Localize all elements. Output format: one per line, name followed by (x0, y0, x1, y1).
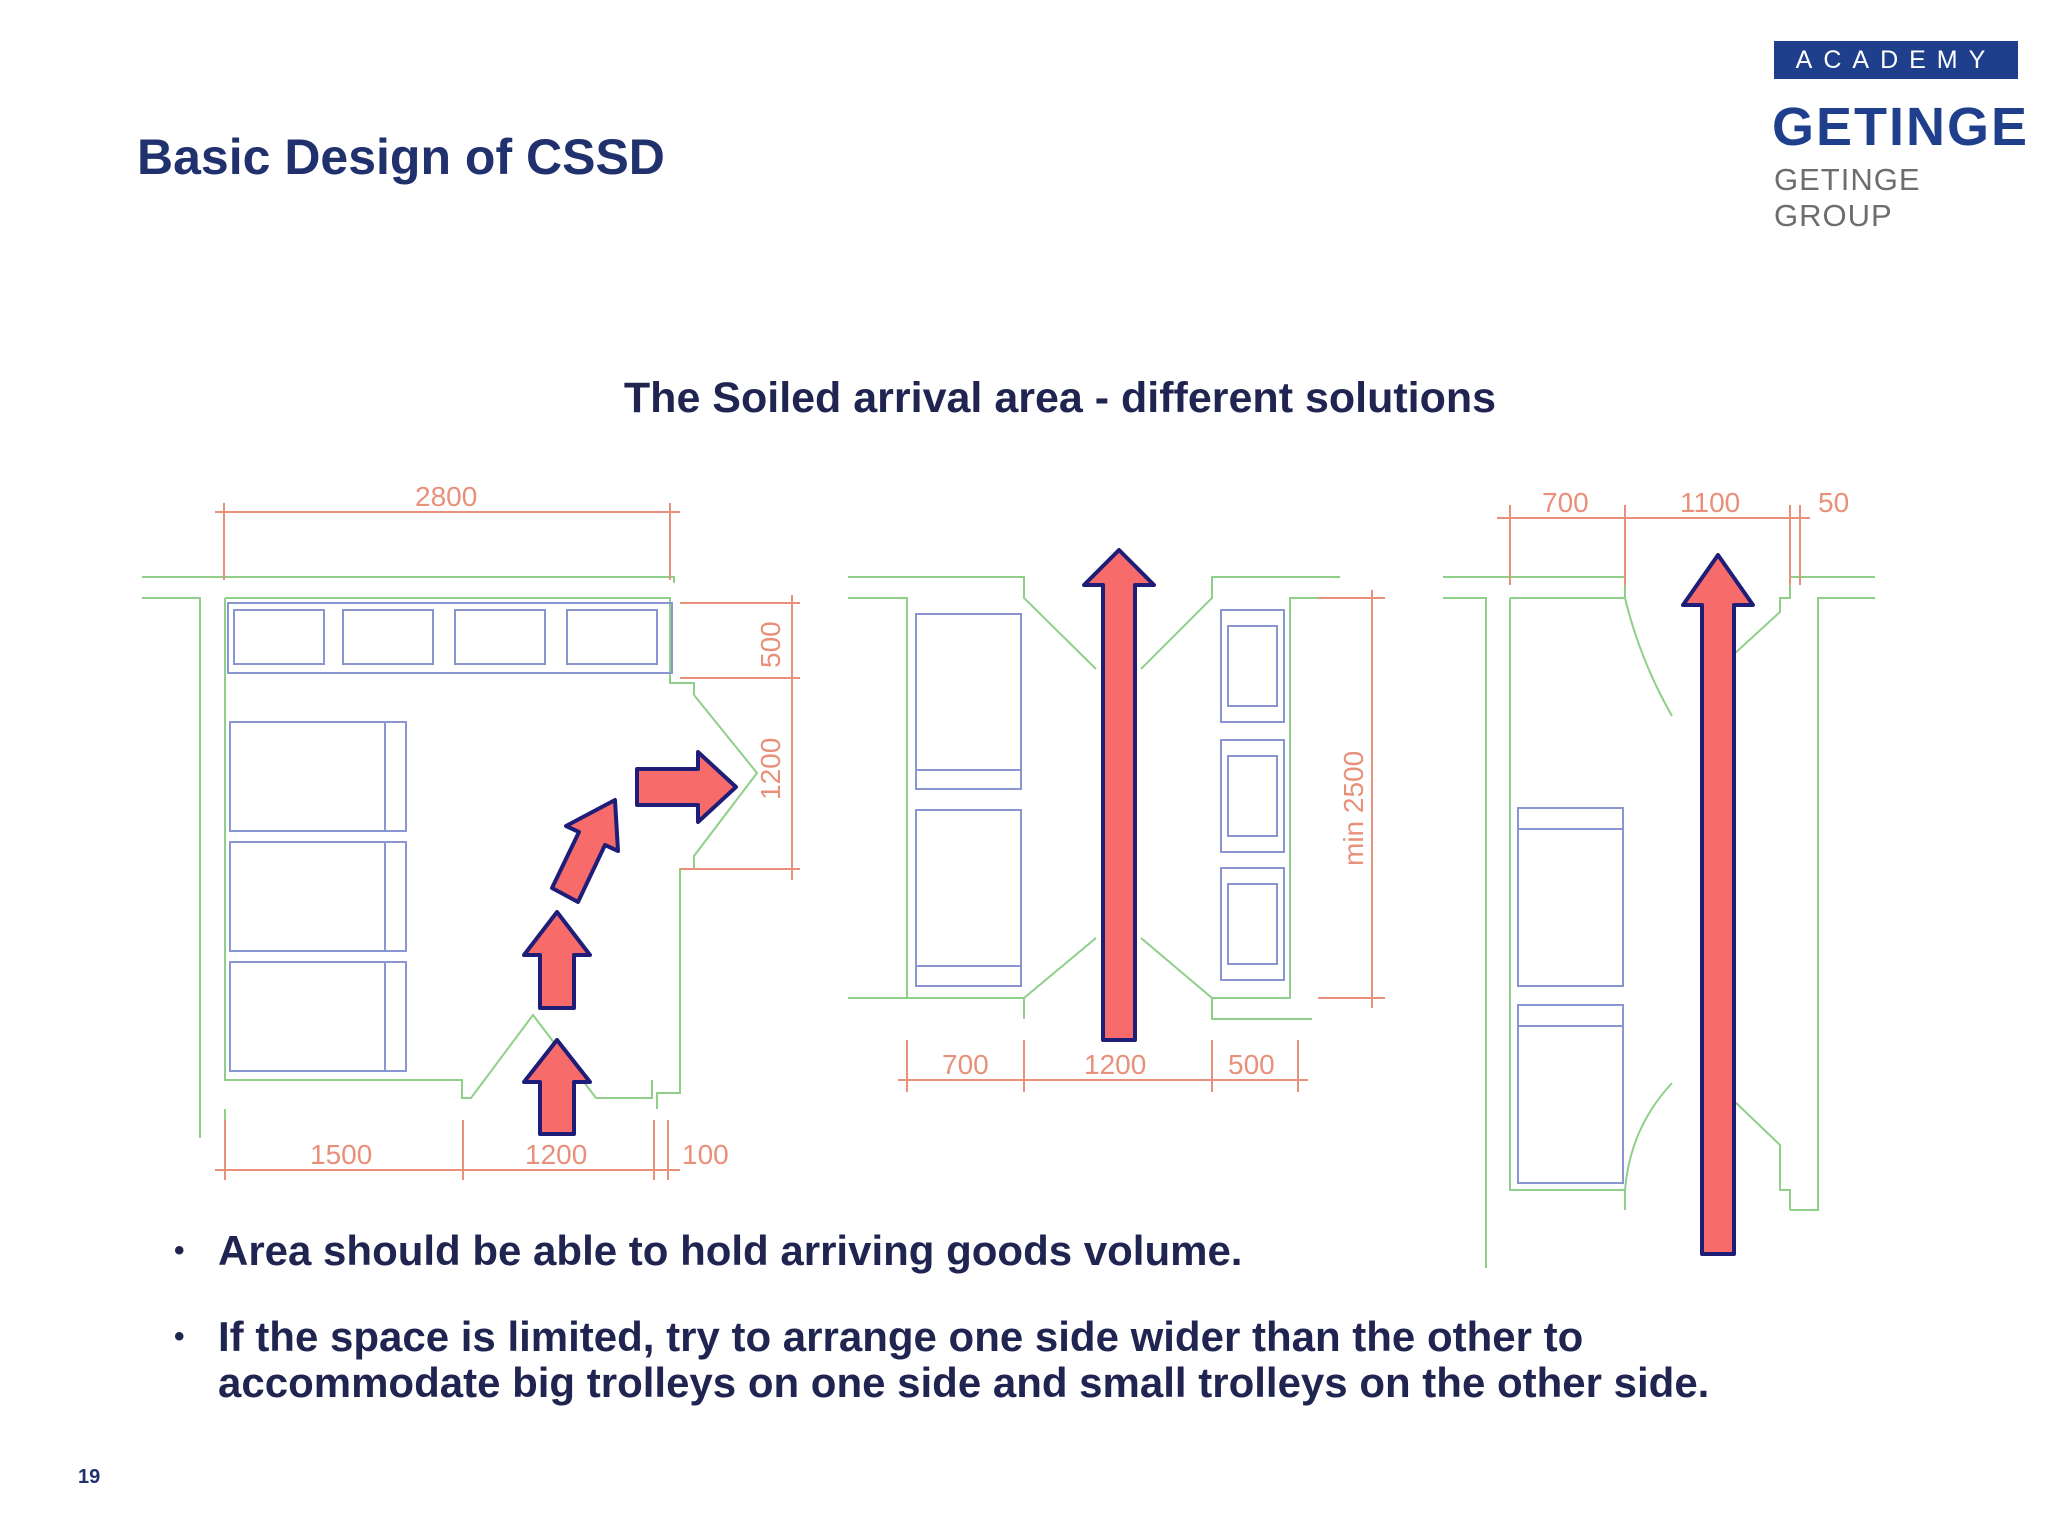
plan-middle-dimensions (898, 590, 1385, 1092)
flow-arrow-middle (1082, 548, 1156, 1042)
plan-right-trolleys (1517, 807, 1624, 1184)
bullet-list: • Area should be able to hold arriving go… (170, 1228, 1770, 1406)
dim-700-right: 700 (1542, 487, 1589, 518)
bullet-dot-icon: • (174, 1320, 185, 1353)
bullet-text: Area should be able to hold arriving goo… (218, 1227, 1243, 1274)
dim-1100-right: 1100 (1680, 487, 1740, 518)
plan-left: 2800 1500 1200 100 500 1200 (142, 481, 800, 1180)
dim-2800: 2800 (415, 481, 477, 512)
plan-left-dimensions (215, 503, 800, 1180)
dim-1200-bottom: 1200 (525, 1139, 587, 1170)
academy-label: ACADEMY (1774, 41, 2018, 79)
bullet-dot-icon: • (174, 1234, 185, 1267)
dim-min-2500: min 2500 (1338, 751, 1369, 866)
dim-1500: 1500 (310, 1139, 372, 1170)
plan-left-flow-arrows (522, 750, 738, 1136)
bullet-item: • Area should be able to hold arriving go… (170, 1228, 1770, 1274)
flow-arrow-1 (522, 1038, 592, 1136)
page-number: 19 (78, 1466, 101, 1488)
diagram-subtitle: The Soiled arrival area - different solu… (623, 374, 1497, 422)
dim-500-right: 500 (755, 621, 786, 668)
dim-1200-right: 1200 (755, 738, 786, 800)
flow-arrow-4 (635, 750, 738, 824)
plan-right: 700 1100 50 (1443, 487, 1875, 1268)
dim-50-right: 50 (1818, 487, 1849, 518)
dim-700-middle: 700 (942, 1049, 989, 1080)
bullet-text: If the space is limited, try to arrange … (218, 1313, 1710, 1406)
slide-title: Basic Design of CSSD (137, 129, 665, 185)
plan-right-dimensions (1497, 505, 1810, 585)
flow-arrow-2 (522, 910, 592, 1010)
plan-left-trolleys (227, 602, 673, 1072)
plan-right-walls (1443, 576, 1875, 1268)
plan-middle-trolleys (915, 609, 1285, 987)
getinge-group-label: GETINGE GROUP (1774, 162, 1921, 233)
plan-middle: min 2500 700 1200 500 (848, 548, 1385, 1092)
flow-arrow-3 (550, 798, 620, 904)
bullet-item: • If the space is limited, try to arrange… (170, 1314, 1770, 1406)
dim-100: 100 (682, 1139, 729, 1170)
getinge-logo: GETINGE (1772, 97, 2030, 157)
flow-arrow-right (1681, 553, 1755, 1256)
dim-500-middle: 500 (1228, 1049, 1275, 1080)
dim-1200-middle: 1200 (1084, 1049, 1146, 1080)
plan-left-walls (142, 576, 759, 1180)
plan-middle-walls (848, 576, 1340, 1020)
